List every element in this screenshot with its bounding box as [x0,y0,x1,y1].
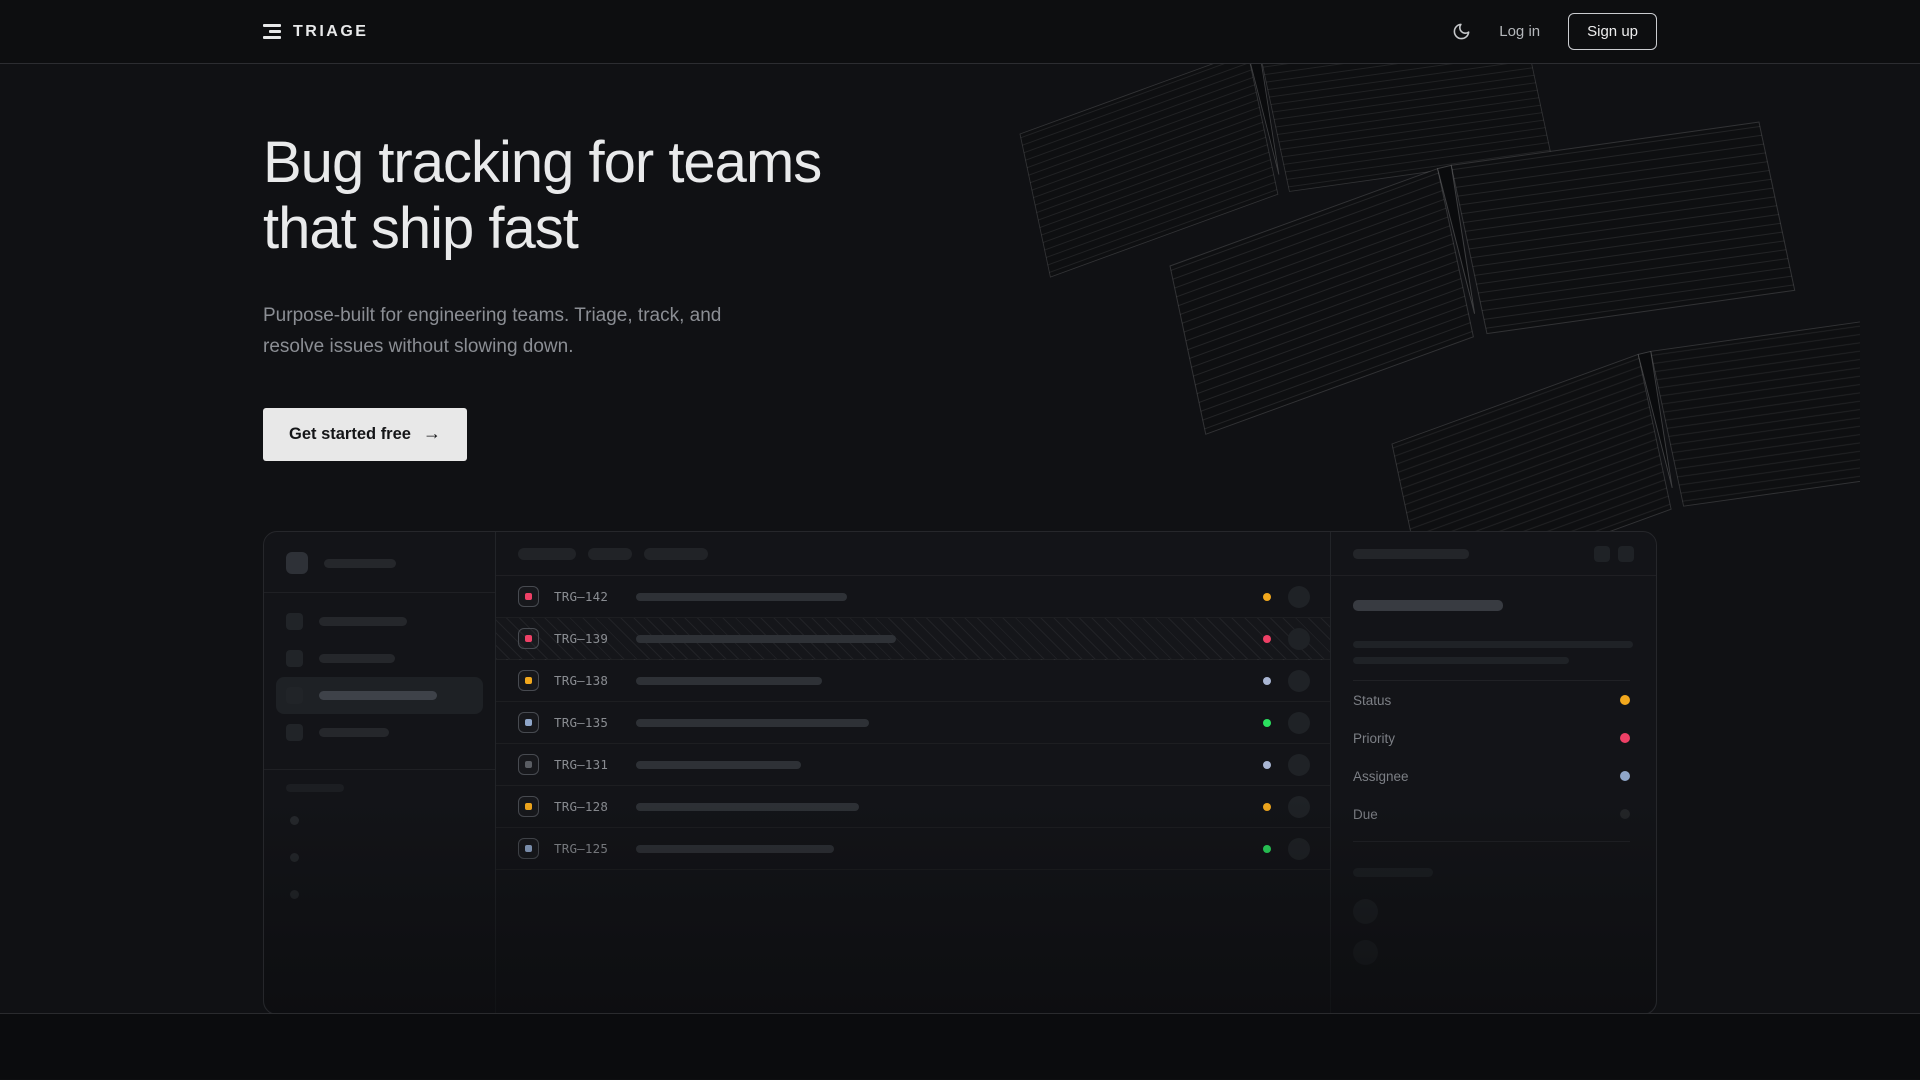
assignee-avatar [1288,711,1310,734]
assignee-avatar [1288,669,1310,692]
assignee-avatar [1288,795,1310,818]
detail-section-skeleton [1353,868,1433,877]
detail-field: Due [1353,795,1630,833]
issue-row: TRG–142 [496,576,1330,618]
status-dot [1263,718,1271,727]
divider [1353,841,1630,842]
divider [1353,680,1630,681]
detail-field: Status [1353,681,1630,719]
login-link[interactable]: Log in [1499,23,1541,40]
sidebar-skeleton-item [264,640,495,677]
brand-name: TRIAGE [293,22,369,40]
field-value-dot [1620,695,1630,705]
detail-text-skeleton [1353,657,1569,664]
status-dot [1263,760,1271,769]
mockup-sidebar [264,532,496,1013]
workspace-avatar [286,552,308,574]
status-dot [1263,592,1271,601]
panel-action-button [1594,545,1610,562]
hero-subtitle: Purpose-built for engineering teams. Tri… [263,305,722,357]
triage-logo-icon [263,24,281,39]
arrow-right-icon: → [422,423,441,443]
detail-text-skeleton [1353,641,1633,648]
comment-avatar-skeleton [1353,899,1378,924]
field-value-dot [1620,733,1630,743]
panel-action-button [1618,545,1634,562]
issue-type-icon [518,712,539,733]
status-dot [1263,844,1271,853]
field-value-dot [1620,809,1630,819]
issue-row: TRG–128 [496,786,1330,828]
divider [264,592,495,593]
header-actions: Log in Sign up [1452,13,1657,50]
sidebar-skeleton-item [264,603,495,640]
cta-label: Get started free [289,425,411,443]
site-header: TRIAGE Log in Sign up [0,0,1920,64]
mockup-list-toolbar [496,532,1330,576]
detail-field: Priority [1353,719,1630,757]
issue-type-icon [518,796,539,817]
sidebar-dot [290,890,299,899]
status-dot [1263,802,1271,811]
detail-field: Assignee [1353,757,1630,795]
divider [264,769,495,770]
app-mockup: TRG–142 TRG–139 TRG–138 [263,531,1657,1013]
mockup-issue-list: TRG–142 TRG–139 TRG–138 [496,532,1330,1013]
assignee-avatar [1288,585,1310,608]
detail-panel-header [1331,532,1656,576]
get-started-button[interactable]: Get started free → [263,408,467,461]
issue-type-icon [518,628,539,649]
sidebar-skeleton-item-active [276,677,483,714]
sidebar-skeleton-item [264,714,495,751]
sidebar-dot [290,816,299,825]
mockup-detail-panel: Status Priority Assignee Due [1330,532,1656,1013]
assignee-avatar [1288,753,1310,776]
issue-type-icon [518,838,539,859]
issue-row: TRG–131 [496,744,1330,786]
issue-type-icon [518,670,539,691]
issue-row: TRG–138 [496,660,1330,702]
moon-icon [1453,23,1470,40]
site-footer [0,1014,1920,1079]
theme-toggle-button[interactable] [1452,22,1471,41]
mockup-sidebar-header [264,552,495,574]
status-dot [1263,634,1271,643]
comment-avatar-skeleton [1353,940,1378,965]
issue-row: TRG–139 [496,618,1330,660]
signup-button[interactable]: Sign up [1568,13,1657,50]
status-dot [1263,676,1271,685]
issue-type-icon [518,586,539,607]
sidebar-section-label-skeleton [286,784,344,792]
assignee-avatar [1288,627,1310,650]
sidebar-dot [290,853,299,862]
issue-row: TRG–125 [496,828,1330,870]
assignee-avatar [1288,837,1310,860]
detail-title-skeleton [1353,600,1503,611]
issue-row: TRG–135 [496,702,1330,744]
field-value-dot [1620,771,1630,781]
brand-logo[interactable]: TRIAGE [263,23,368,41]
issue-type-icon [518,754,539,775]
